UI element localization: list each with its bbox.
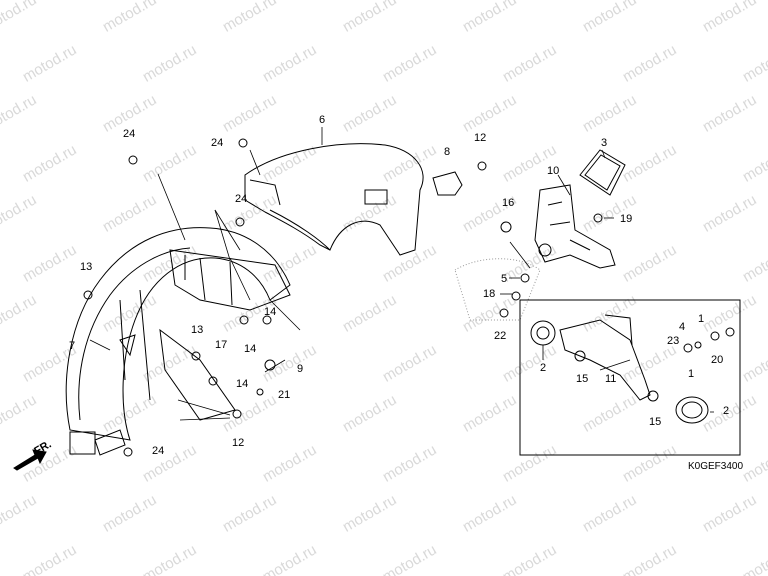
callout-11: 11	[605, 373, 617, 385]
inner-fender[interactable]	[159, 249, 291, 421]
callout-12-top: 12	[474, 132, 487, 144]
callout-3: 3	[601, 137, 608, 149]
callout-20: 20	[711, 354, 724, 366]
callout-21: 21	[278, 389, 291, 401]
callout-15-left: 15	[576, 373, 589, 385]
callout-14-a: 14	[264, 306, 277, 318]
callout-18: 18	[483, 288, 496, 300]
dotted-area	[454, 258, 541, 321]
callout-7: 7	[69, 340, 76, 352]
inset-box	[519, 299, 741, 456]
callout-13-mid: 13	[191, 324, 204, 336]
callout-1-top: 1	[698, 313, 705, 325]
fasteners	[83, 138, 735, 457]
callout-8: 8	[444, 146, 451, 158]
callout-17: 17	[215, 339, 228, 351]
reflector-2-right[interactable]	[675, 396, 709, 424]
callout-16: 16	[502, 197, 515, 209]
callout-6: 6	[319, 114, 326, 126]
callout-23: 23	[667, 335, 680, 347]
rear-reflector-bracket[interactable]	[559, 314, 651, 401]
callout-9: 9	[297, 363, 304, 375]
callout-24-bottom: 24	[152, 445, 165, 457]
part-8-cap[interactable]	[432, 171, 463, 196]
front-arrow	[13, 449, 47, 471]
callout-1-bottom: 1	[688, 368, 695, 380]
splash-guard[interactable]	[244, 143, 424, 256]
callout-13-left: 13	[80, 261, 93, 273]
callout-5: 5	[501, 273, 508, 285]
callout-14-b: 14	[244, 343, 257, 355]
callout-14-c: 14	[236, 378, 249, 390]
rear-fender[interactable]	[65, 227, 291, 456]
reflector-3[interactable]	[579, 149, 626, 196]
callout-19: 19	[620, 213, 633, 225]
callout-24-top: 24	[211, 137, 224, 149]
callout-12-bottom: 12	[232, 437, 245, 449]
callout-15-right: 15	[649, 416, 662, 428]
callout-2-right: 2	[723, 405, 730, 417]
catalog-code: K0GEF3400	[688, 461, 744, 472]
callout-24-mid: 24	[235, 193, 248, 205]
callout-4: 4	[679, 321, 686, 333]
callout-24-top-left: 24	[123, 128, 136, 140]
reflector-2-left[interactable]	[530, 320, 556, 346]
callout-10: 10	[547, 165, 560, 177]
callout-22: 22	[494, 330, 507, 342]
leader-lines	[89, 127, 714, 421]
license-bracket[interactable]	[534, 184, 616, 269]
callout-2-left: 2	[540, 362, 547, 374]
